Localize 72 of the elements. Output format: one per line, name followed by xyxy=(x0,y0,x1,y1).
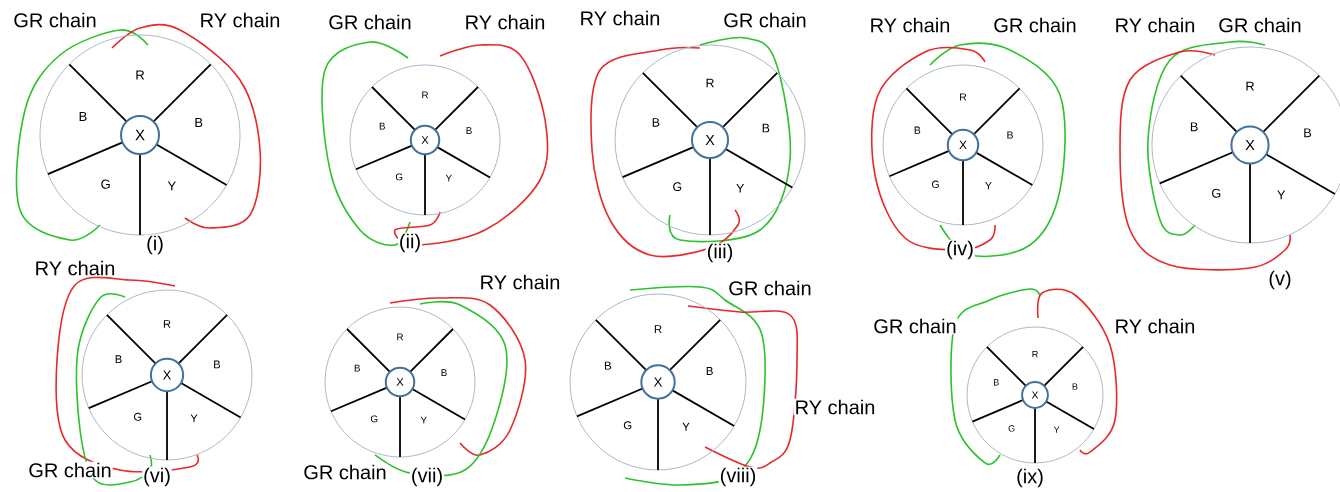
sector-label: B xyxy=(914,126,921,134)
sector-label: B xyxy=(604,361,611,370)
sector-label: Y xyxy=(445,174,452,182)
chain-label: RY chain xyxy=(198,11,282,29)
chain-label: RY chain xyxy=(868,16,952,34)
chain-label: GR chain xyxy=(722,11,808,29)
panel-label: (iv) xyxy=(945,239,975,261)
sector-label: B xyxy=(1072,383,1078,390)
sector-label: Y xyxy=(167,181,176,191)
sector-label: B xyxy=(79,112,87,121)
sector-label: B xyxy=(993,379,999,386)
sector-label: Y xyxy=(682,422,690,431)
sector-label: B xyxy=(1304,128,1312,138)
chain-label: GR chain xyxy=(327,13,413,31)
panel-label: (v) xyxy=(1267,269,1293,291)
chain-label: GR chain xyxy=(992,16,1078,34)
sector-label: R xyxy=(960,93,967,101)
chain-label: RY chain xyxy=(578,9,662,27)
sector-label: B xyxy=(762,123,770,133)
chain-label: GR chain xyxy=(302,463,388,481)
chain-label: GR chain xyxy=(27,461,113,479)
chain-label: RY chain xyxy=(1113,317,1197,335)
sector-label: B xyxy=(195,118,203,127)
sector-label: G xyxy=(623,421,632,430)
sector-label: B xyxy=(652,118,660,127)
panel-label: (i) xyxy=(145,234,165,256)
sector-label: R xyxy=(1246,81,1254,91)
sector-label: R xyxy=(706,78,714,88)
sector-label: R xyxy=(163,320,171,328)
sector-label: G xyxy=(673,182,682,192)
sector-label: G xyxy=(1008,425,1015,432)
sector-label: B xyxy=(115,355,122,363)
sector-label: Y xyxy=(1053,426,1060,433)
sector-label: G xyxy=(370,415,378,423)
sector-label: B xyxy=(1007,131,1013,139)
chain-label: RY chain xyxy=(793,398,877,416)
chain-label: RY chain xyxy=(33,259,117,277)
sector-label: Y xyxy=(190,414,198,423)
chain-label: RY chain xyxy=(463,13,547,31)
sector-label: R xyxy=(654,325,662,334)
sector-label: B xyxy=(214,360,221,369)
chain-label: GR chain xyxy=(727,279,813,297)
chain-label: GR chain xyxy=(12,11,98,29)
chain-label: GR chain xyxy=(872,317,958,335)
chain-label: RY chain xyxy=(478,273,562,291)
sector-label: R xyxy=(136,70,145,80)
sector-label: R xyxy=(1032,351,1038,358)
sector-label: B xyxy=(706,367,713,375)
sector-label: Y xyxy=(736,184,745,193)
chain-label: GR chain xyxy=(1217,16,1303,34)
panel-label: (iii) xyxy=(705,242,735,264)
panel-label: (ix) xyxy=(1015,467,1045,489)
panel-label: (ii) xyxy=(397,232,423,254)
sector-label: Y xyxy=(985,182,992,190)
chain-label: RY chain xyxy=(1113,16,1197,34)
panel-label: (vi) xyxy=(142,466,172,488)
sector-label: B xyxy=(1190,122,1198,132)
sector-label: G xyxy=(101,179,110,189)
sector-label: G xyxy=(1212,188,1221,198)
sector-label: G xyxy=(395,173,403,181)
sector-label: R xyxy=(422,91,429,99)
sector-label: G xyxy=(133,412,142,421)
sector-label: B xyxy=(441,369,447,376)
sector-label: B xyxy=(379,122,385,130)
panel-label: (vii) xyxy=(409,466,445,488)
sector-label: Y xyxy=(420,416,427,424)
sector-label: Y xyxy=(1277,190,1286,200)
panel-label: (viii) xyxy=(718,466,758,488)
sector-label: B xyxy=(354,364,360,372)
sector-label: G xyxy=(932,180,939,188)
sector-label: B xyxy=(466,127,472,134)
sector-label: R xyxy=(397,333,404,341)
